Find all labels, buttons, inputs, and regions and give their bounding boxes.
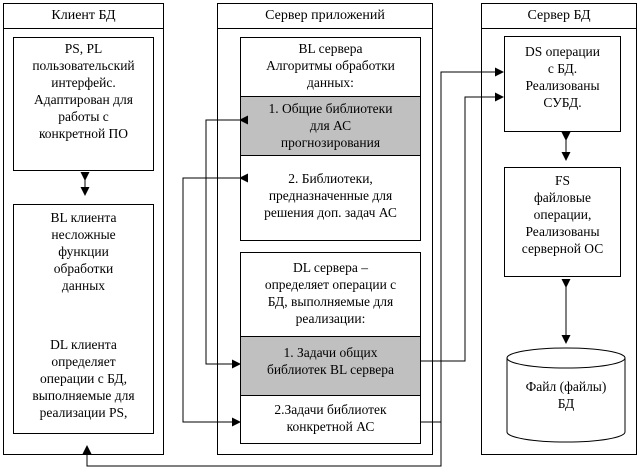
server-bl-item-1: 1. Общие библиотеки для АС прогнозирован… [240,96,421,156]
arrow-bl2-dl2 [182,173,248,427]
client-column-title: Клиент БД [4,4,163,29]
db-fs-text: FS файловые операции, Реализованы сервер… [521,173,604,256]
client-ps-text: PS, PL пользовательский интерфейс. Адапт… [32,41,135,141]
server-bl-item-2: 2. Библиотеки, предназначенные для решен… [240,155,421,241]
db-ds-box: DS операции с БД. Реализованы СУБД. [504,36,621,132]
client-dl-text: DL клиента определяет операции с БД, вып… [32,337,135,420]
server-dl-item-1-text: 1. Задачи общих библиотек BL сервера [266,345,395,377]
arrow-bl1-dl1 [205,115,248,369]
arrow-dl1-ds-a [421,92,504,362]
server-bl-item-1-text: 1. Общие библиотеки для АС прогнозирован… [268,101,393,150]
server-dl-title: DL сервера – определяет операции с БД, в… [264,260,397,326]
client-bl-dl-box: BL клиента несложные функции обработки д… [13,204,154,434]
client-ps-box: PS, PL пользовательский интерфейс. Адапт… [13,37,154,171]
db-file-text: Файл (файлы) БД [525,379,607,411]
server-dl-item-2-text: 2.Задачи библиотек конкретной АС [274,402,387,434]
arrow-dl-item2-to-client [82,422,442,467]
db-fs-box: FS файловые операции, Реализованы сервер… [504,167,621,277]
database-cylinder-icon [506,347,626,443]
db-column-title: Сервер БД [482,4,636,29]
client-bl-text: BL клиента несложные функции обработки д… [50,210,117,293]
server-column-title: Сервер приложений [218,4,432,29]
server-dl-item-2: 2.Задачи библиотек конкретной АС [240,395,421,444]
db-ds-text: DS операции с БД. Реализованы СУБД. [524,44,600,110]
server-bl-title: BL сервера Алгоритмы обработки данных: [266,41,395,90]
server-dl-item-1: 1. Задачи общих библиотек BL сервера [240,336,421,396]
server-bl-item-2-text: 2. Библиотеки, предназначенные для решен… [264,171,397,220]
arrow-dl2-ds-b [440,67,504,422]
